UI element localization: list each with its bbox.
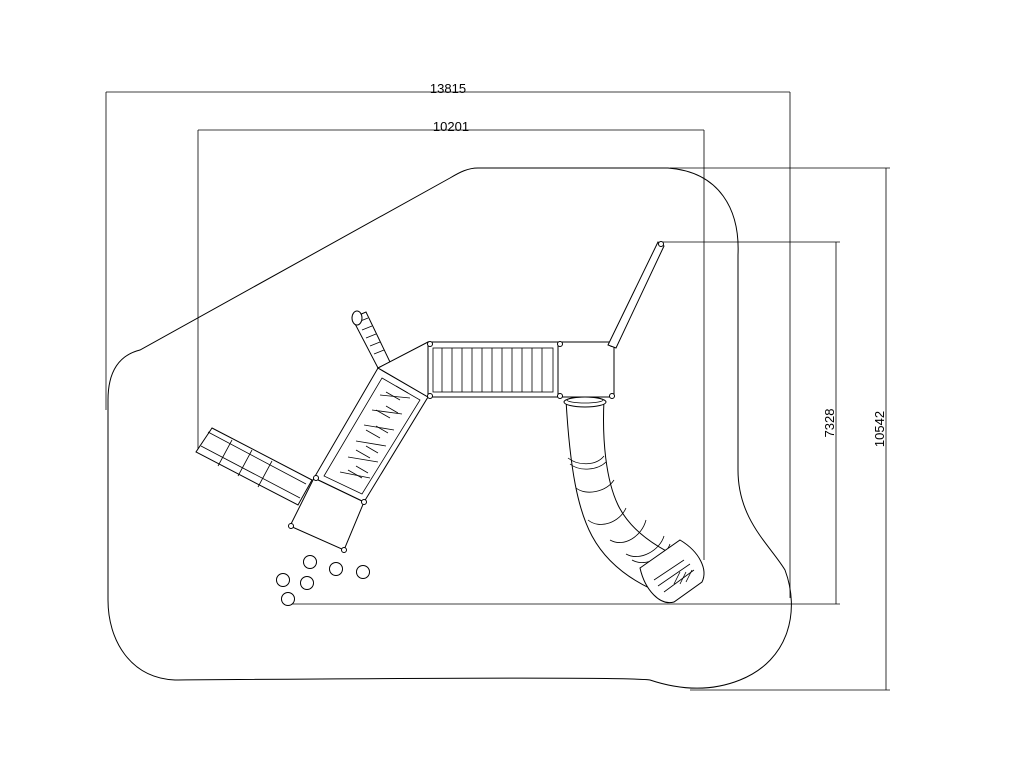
tube-slide [563,396,705,604]
right-platform [557,341,615,399]
dimension-safety-depth: 10542 [670,167,890,691]
dimension-label-10201: 10201 [433,119,469,134]
small-climber [351,310,391,369]
dimension-label-13815: 13815 [430,81,466,96]
safety-zone-outline [107,167,792,689]
climbing-ramp [313,367,429,503]
dimension-label-7328: 7328 [822,409,837,438]
dimension-overall-width: 13815 [105,81,791,598]
left-ladder [195,427,313,506]
lower-platform [288,475,367,553]
dimension-label-10542: 10542 [872,411,887,447]
side-rail [607,241,665,349]
dimension-equipment-width: 10201 [197,119,705,560]
bridge [427,341,559,399]
dimension-equipment-depth: 7328 [288,241,840,605]
stepping-stumps [276,555,370,606]
